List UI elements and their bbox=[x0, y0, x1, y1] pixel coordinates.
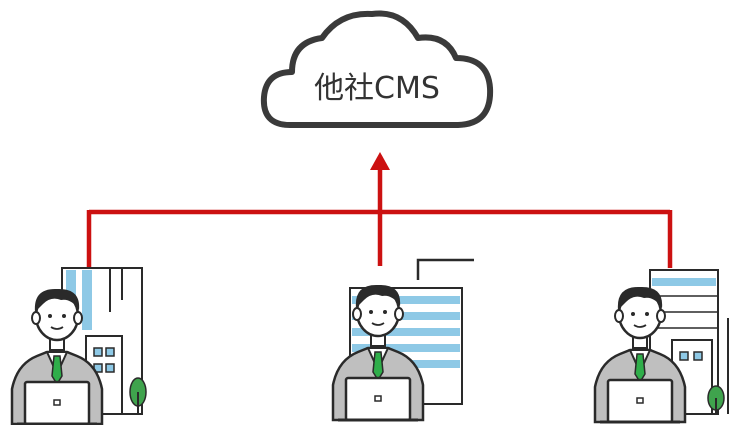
arrow-head-icon bbox=[370, 152, 390, 170]
office-right bbox=[593, 269, 729, 424]
tree-icon bbox=[707, 385, 725, 414]
office-left bbox=[10, 267, 147, 425]
cloud-label: 他社CMS bbox=[314, 71, 440, 106]
building-icon bbox=[61, 267, 143, 415]
cloud-icon bbox=[260, 10, 494, 128]
tree-icon bbox=[129, 377, 147, 414]
connector-lines bbox=[86, 168, 673, 270]
office-center bbox=[331, 258, 474, 422]
